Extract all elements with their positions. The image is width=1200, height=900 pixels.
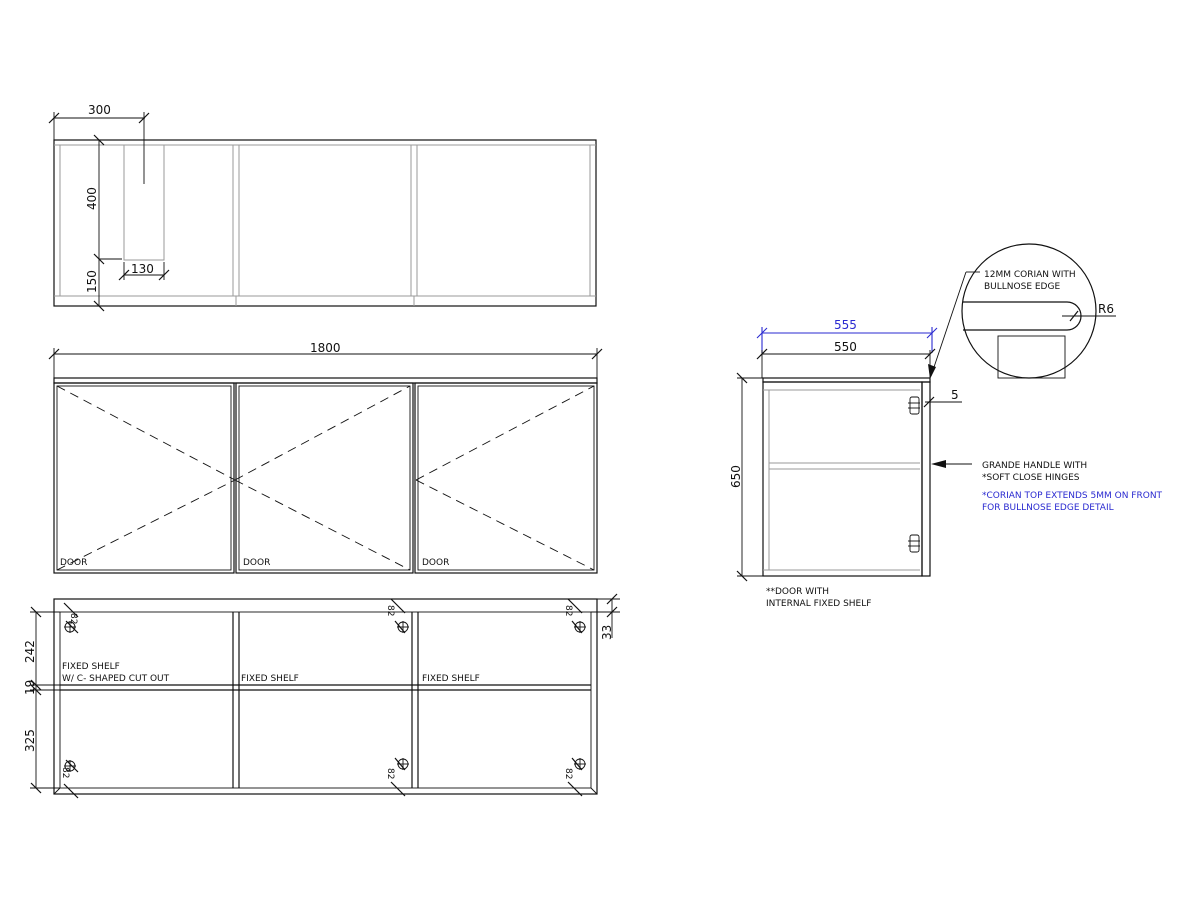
dim-1800: 1800 — [310, 341, 341, 355]
shelf-label-2: FIXED SHELF — [241, 674, 299, 684]
dim-242: 242 — [23, 640, 37, 663]
side-door — [921, 381, 931, 577]
svg-text:82: 82 — [68, 613, 78, 624]
dim-300: 300 — [88, 103, 111, 117]
dim-555: 555 — [834, 318, 857, 332]
note-door-1: **DOOR WITH — [766, 587, 829, 597]
hinge-symbol-bottom-right: 82 — [563, 757, 586, 797]
svg-text:82: 82 — [563, 768, 573, 779]
hinge-symbol-top-mid: 82 — [385, 598, 409, 634]
carcass-outline — [53, 598, 598, 795]
shelf-label-1-sub: W/ C- SHAPED CUT OUT — [62, 674, 170, 684]
svg-text:82: 82 — [563, 605, 573, 616]
plan-outline — [53, 139, 597, 307]
note-door-2: INTERNAL FIXED SHELF — [766, 599, 871, 609]
hinge-symbol-bottom-mid: 82 — [385, 757, 409, 797]
hinge-icon-bottom — [909, 534, 920, 553]
door-panel-3 — [414, 382, 598, 574]
note-handle-1: GRANDE HANDLE WITH — [982, 461, 1087, 471]
svg-text:82: 82 — [385, 768, 395, 779]
callout-label-1: 12MM CORIAN WITH — [984, 270, 1076, 280]
door-panel-2 — [235, 382, 414, 574]
leader-arrow-icon — [928, 364, 936, 379]
door-label-2: DOOR — [243, 558, 270, 568]
svg-text:82: 82 — [60, 767, 70, 778]
dim-33: 33 — [600, 625, 614, 640]
door-label-1: DOOR — [60, 558, 87, 568]
dim-130: 130 — [131, 262, 154, 276]
front-elevation: 1800 DOOR DOOR DOOR — [48, 341, 603, 574]
svg-text:82: 82 — [385, 605, 395, 616]
callout-label-2: BULLNOSE EDGE — [984, 282, 1060, 292]
internal-elevation: FIXED SHELF W/ C- SHAPED CUT OUT FIXED S… — [23, 593, 620, 799]
dim-550: 550 — [834, 340, 857, 354]
arrow-icon — [931, 460, 946, 468]
detail-circle — [961, 243, 1097, 379]
dim-150: 150 — [85, 270, 99, 293]
note-corian-1: *CORIAN TOP EXTENDS 5MM ON FRONT — [982, 491, 1163, 501]
shelf-label-3: FIXED SHELF — [422, 674, 480, 684]
dim-r6: R6 — [1098, 302, 1114, 316]
dim-19: 19 — [23, 680, 37, 695]
dim-650: 650 — [729, 465, 743, 488]
side-section: 555 550 650 5 — [729, 271, 1163, 609]
note-handle-2: *SOFT CLOSE HINGES — [982, 473, 1080, 483]
dim-5: 5 — [951, 388, 959, 402]
hinge-icon-top — [909, 396, 920, 415]
note-corian-2: FOR BULLNOSE EDGE DETAIL — [982, 503, 1114, 513]
dim-325: 325 — [23, 729, 37, 752]
door-panel-1 — [53, 382, 235, 574]
door-label-3: DOOR — [422, 558, 449, 568]
plan-view: 300 400 150 130 — [48, 103, 597, 312]
detail-callout: R6 12MM CORIAN WITH BULLNOSE EDGE — [961, 243, 1116, 379]
side-carcass — [762, 381, 923, 577]
shelf-label-1: FIXED SHELF — [62, 662, 120, 672]
hinge-symbol-top-left: 82 — [63, 602, 79, 634]
hinge-symbol-top-right: 82 — [563, 598, 586, 634]
hinge-symbol-bottom-left: 82 — [60, 759, 79, 799]
dim-400: 400 — [85, 187, 99, 210]
